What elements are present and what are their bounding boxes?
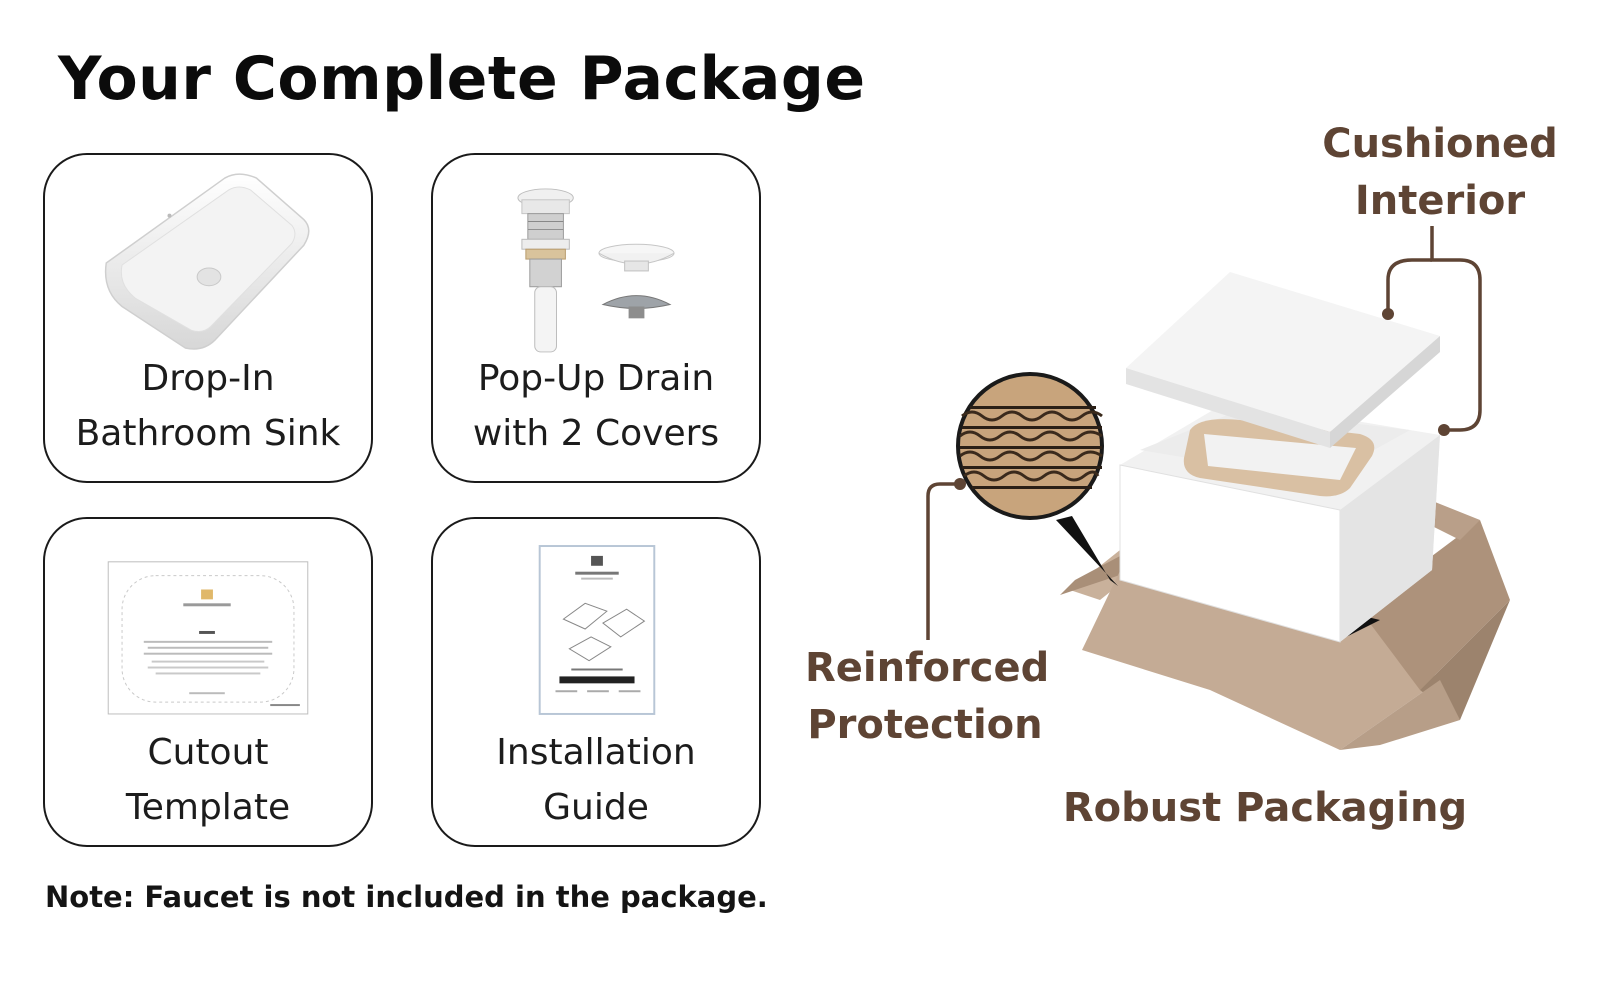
drain-card: Pop-Up Drain with 2 Covers — [431, 153, 761, 483]
guide-card: Installation Guide — [431, 517, 761, 847]
cushioned-line1: Cushioned — [1322, 121, 1558, 167]
cushioned-line2: Interior — [1354, 178, 1526, 224]
template-image — [107, 561, 309, 715]
cutout-label-line1: Cutout — [147, 732, 269, 773]
guide-label-line2: Guide — [543, 787, 649, 828]
drain-image — [517, 188, 675, 353]
drain-label-line2: with 2 Covers — [472, 413, 720, 454]
guide-label-line1: Installation — [496, 732, 696, 773]
drain-label-line1: Pop-Up Drain — [477, 358, 715, 399]
cutout-card: Cutout Template — [43, 517, 373, 847]
reinforced-protection-label: Reinforced Protection — [805, 640, 1050, 754]
packaging-illustration — [926, 226, 1510, 750]
robust-packaging-label: Robust Packaging — [1062, 785, 1468, 831]
reinforced-line1: Reinforced — [805, 645, 1050, 691]
cushioned-interior-label: Cushioned Interior — [1320, 116, 1560, 230]
reinforced-line2: Protection — [807, 702, 1043, 748]
sink-label-line2: Bathroom Sink — [75, 413, 341, 454]
sink-card: Drop-In Bathroom Sink — [43, 153, 373, 483]
faucet-note: Note: Faucet is not included in the pack… — [45, 880, 768, 914]
cutout-label-line2: Template — [125, 787, 291, 828]
manual-image — [538, 545, 656, 715]
vessel-sink-image — [104, 173, 310, 350]
sink-label-line1: Drop-In — [141, 358, 275, 399]
page-title: Your Complete Package — [58, 44, 866, 114]
